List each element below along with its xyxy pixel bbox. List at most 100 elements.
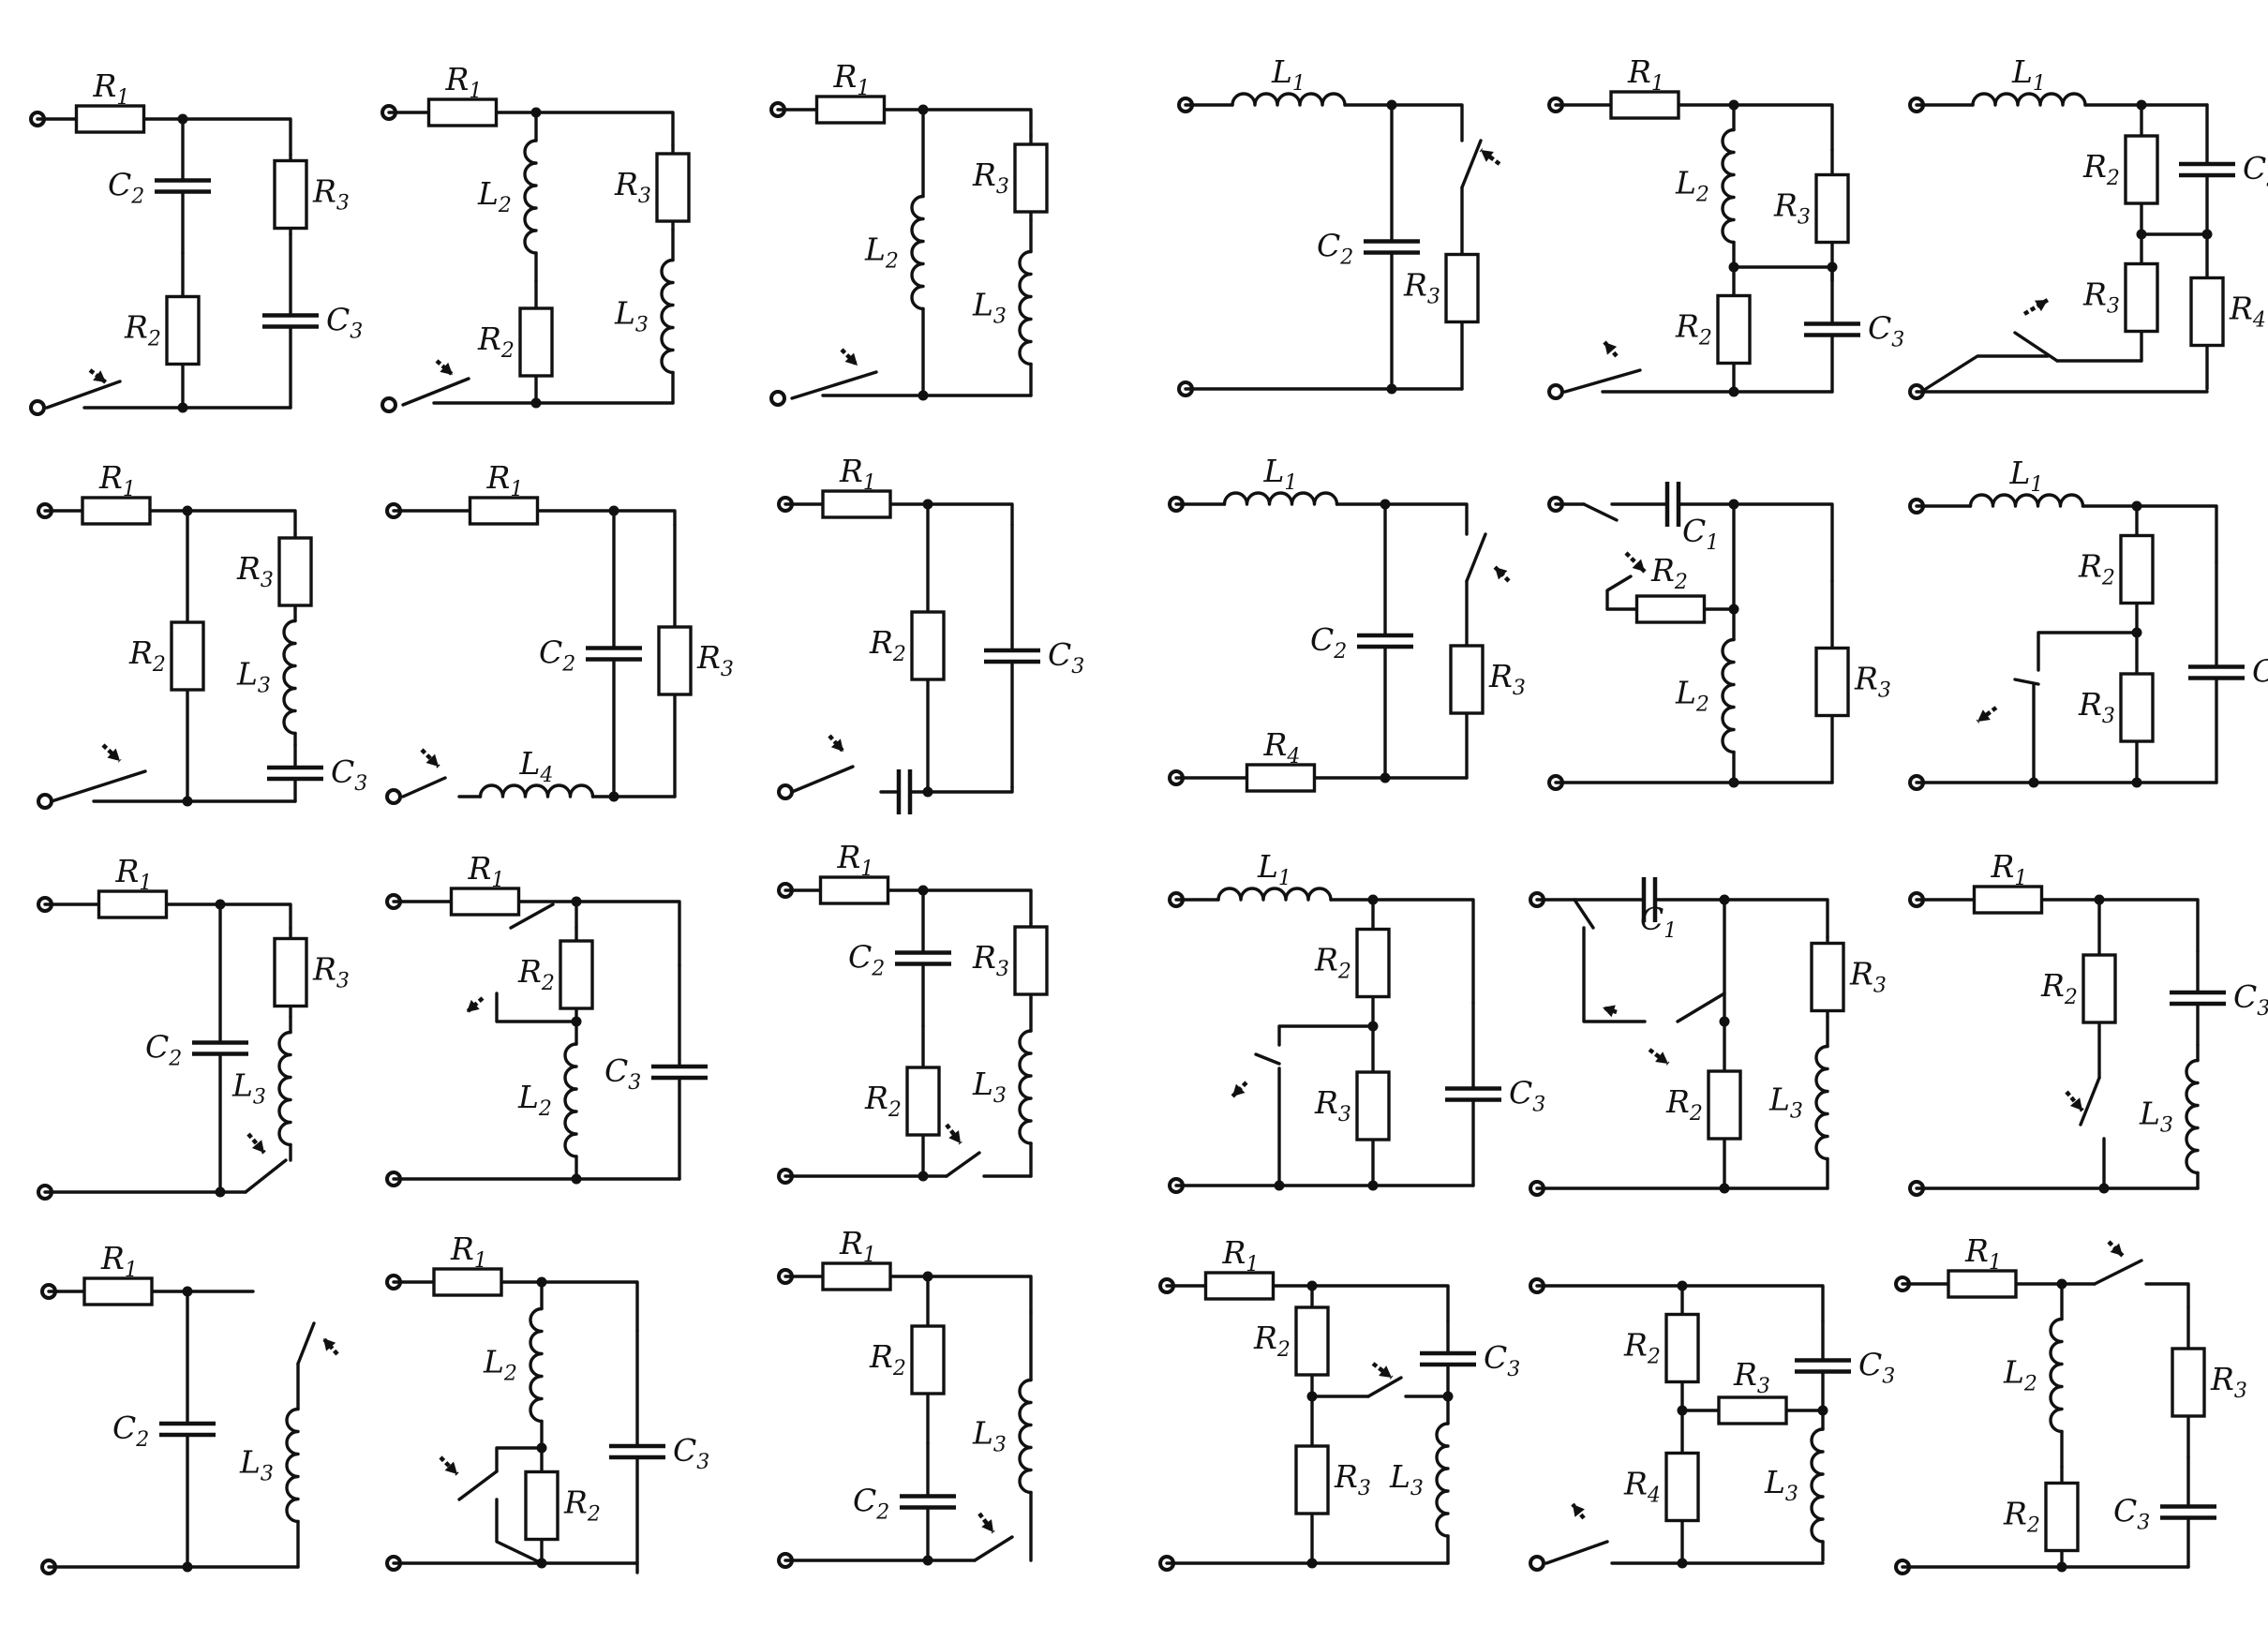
label-letter: C (2233, 978, 2257, 1015)
label-subscript: 3 (2160, 1114, 2173, 1138)
label-letter: R (477, 321, 501, 357)
switch-arrow (246, 1132, 266, 1155)
resistor-r3 (1814, 172, 1850, 245)
label-subscript: 1 (2014, 867, 2027, 890)
label-letter: R (2210, 1361, 2234, 1397)
label-letter: L (517, 1079, 539, 1115)
wire (926, 1275, 1033, 1314)
switch-blade (45, 380, 122, 410)
inductor-l3 (1018, 1378, 1033, 1495)
resistor-r1 (814, 95, 887, 125)
resistor-r3 (2119, 672, 2155, 743)
label-subscript: 2 (1333, 640, 1347, 664)
label-subscript: 3 (1798, 206, 1811, 230)
component-label-c3: C3 (2233, 978, 2268, 1021)
switch-blade (244, 1158, 288, 1194)
label-subscript: 3 (635, 314, 649, 337)
wire (495, 992, 578, 1023)
label-subscript: 3 (996, 175, 1009, 199)
component-label-c3: C3 (1484, 1339, 1520, 1381)
resistor-r1 (1609, 90, 1680, 120)
wire (2135, 504, 2218, 564)
label-subscript: 3 (638, 185, 651, 208)
resistor-r3 (1294, 1444, 1330, 1515)
label-letter: L (236, 656, 258, 693)
component-label-r3: R3 (972, 157, 1009, 199)
component-label-r3: R3 (312, 951, 350, 993)
junction-dot (1386, 383, 1397, 395)
label-letter: C (1484, 1339, 1507, 1376)
junction-dot (1306, 1558, 1318, 1569)
resistor-r1 (432, 1267, 503, 1297)
switch-arrowhead (1655, 1052, 1668, 1064)
component-label-r2: R2 (1253, 1320, 1291, 1362)
label-subscript: 1 (469, 80, 482, 103)
label-subscript: 2 (503, 1363, 517, 1386)
component-label-r2: R2 (2082, 148, 2120, 190)
inductor-l1 (1971, 92, 2087, 107)
label-letter: L (2003, 1354, 2024, 1391)
label-subscript: 3 (1358, 1477, 1371, 1500)
component-label-r3: R3 (2082, 276, 2120, 319)
label-letter: R (1627, 53, 1651, 90)
switch-arrowhead (444, 1461, 457, 1474)
component-label-r1: R1 (1964, 1232, 2002, 1275)
component-label-r2: R2 (869, 1338, 906, 1380)
component-label-c3: C3 (1868, 310, 1904, 352)
resistor-r3 (655, 152, 691, 223)
component-label-r3: R3 (312, 173, 350, 216)
switch-arrowhead (1481, 150, 1494, 162)
component-label-r1: R1 (450, 1231, 487, 1273)
label-subscript: 3 (1532, 1094, 1545, 1117)
label-letter: R (93, 67, 117, 104)
resistor-r3 (1717, 1395, 1788, 1425)
component-label-r4: R4 (1263, 726, 1301, 768)
junction-dot (2098, 1183, 2110, 1194)
switch-blade (790, 765, 855, 794)
label-subscript: 2 (892, 1357, 906, 1380)
switch-arrowhead (1977, 709, 1991, 722)
label-subscript: 1 (1664, 919, 1677, 943)
label-subscript: 1 (123, 478, 136, 501)
label-subscript: 3 (258, 675, 271, 698)
label-subscript: 3 (721, 658, 734, 681)
label-letter: C (673, 1432, 696, 1469)
component-label-r3: R3 (1854, 661, 1891, 703)
wire (495, 1498, 544, 1565)
switch-blade (509, 903, 555, 930)
switch-blade (945, 1151, 981, 1178)
resistor-r1 (449, 887, 521, 917)
label-subscript: 4 (1647, 1484, 1661, 1508)
component-label-l2: L2 (1675, 675, 1709, 717)
label-letter: R (696, 639, 721, 676)
wire (574, 900, 681, 967)
wire (181, 117, 292, 157)
label-letter: R (1314, 942, 1338, 978)
wire (495, 1446, 544, 1473)
component-label-r1: R1 (468, 850, 505, 892)
switch-arrowhead (830, 738, 843, 752)
component-label-l2: L2 (483, 1344, 517, 1386)
label-subscript: 2 (888, 1098, 902, 1122)
label-subscript: 3 (261, 1463, 274, 1486)
label-subscript: 2 (2064, 986, 2078, 1009)
label-subscript: 3 (350, 321, 363, 344)
label-subscript: 2 (168, 1048, 182, 1071)
resistor-r1 (97, 889, 169, 919)
label-subscript: 3 (1427, 286, 1440, 309)
component-label-r3: R3 (1733, 1356, 1770, 1398)
resistor-r3 (273, 936, 308, 1008)
component-label-r2: R2 (563, 1484, 601, 1527)
label-letter: R (1253, 1320, 1277, 1356)
component-label-r2: R2 (1665, 1083, 1703, 1126)
switch-blade (1563, 368, 1642, 394)
label-letter: R (1733, 1356, 1757, 1393)
wire (2037, 631, 2139, 672)
label-letter: R (2229, 291, 2253, 327)
component-label-l2: L2 (1675, 165, 1709, 207)
switch-blade (1460, 139, 1483, 189)
